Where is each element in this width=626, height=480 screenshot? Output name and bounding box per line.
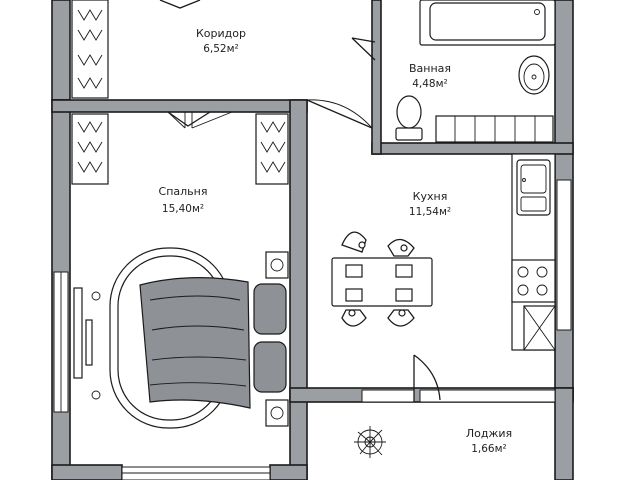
bathtub (419, 0, 556, 46)
room-label-kitchen: Кухня 11,54м² (409, 190, 451, 218)
bed (109, 247, 289, 429)
windows (53, 179, 572, 480)
bedroom-window-details (73, 287, 101, 400)
room-label-corridor: Коридор 6,52м² (196, 27, 246, 55)
toilet (395, 95, 423, 141)
doors (159, 0, 441, 402)
svg-text:Спальня: Спальня (159, 185, 208, 198)
room-label-bedroom: Спальня 15,40м² (159, 185, 208, 215)
bathroom-shelves (435, 115, 554, 143)
sink-bathroom (518, 55, 550, 95)
plant (354, 426, 386, 458)
wardrobe-bedroom-left (71, 113, 109, 185)
room-label-bathroom: Ванная 4,48м² (409, 62, 451, 90)
fridge (523, 305, 556, 351)
wardrobe-bedroom-right (255, 113, 289, 185)
svg-text:1,66м²: 1,66м² (471, 443, 507, 455)
svg-text:4,48м²: 4,48м² (412, 78, 448, 90)
svg-text:11,54м²: 11,54м² (409, 206, 451, 218)
room-label-loggia: Лоджия 1,66м² (466, 427, 512, 455)
svg-text:Лоджия: Лоджия (466, 427, 512, 440)
stove (511, 259, 556, 303)
svg-text:Ванная: Ванная (409, 62, 451, 75)
dining-table (331, 231, 433, 327)
svg-text:Кухня: Кухня (413, 190, 448, 203)
svg-text:6,52м²: 6,52м² (203, 43, 239, 55)
svg-text:Коридор: Коридор (196, 27, 246, 40)
wardrobe-corridor (71, 0, 109, 99)
svg-text:15,40м²: 15,40м² (162, 203, 204, 215)
